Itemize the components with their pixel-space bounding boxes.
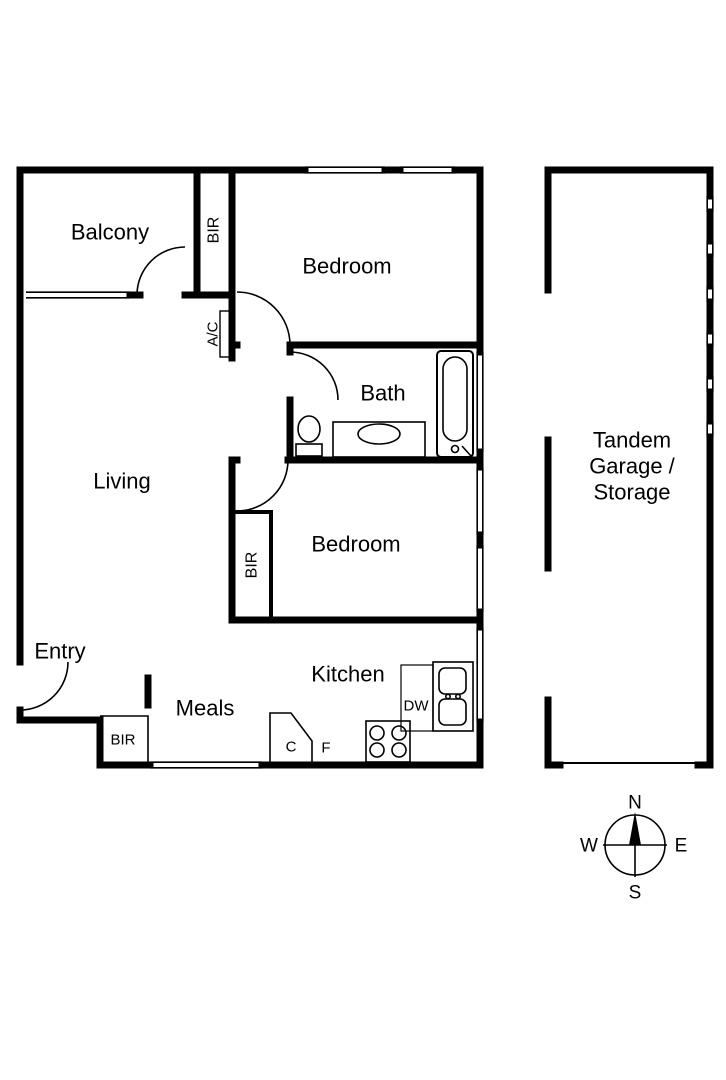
burner-2: [391, 725, 407, 741]
door-arc-balcony: [136, 246, 186, 296]
sink-bowl-2: [438, 698, 467, 726]
cupboard-outline: [269, 712, 313, 764]
bathtub-icon: [436, 350, 474, 458]
doors: [19, 246, 339, 711]
door-arc-bedroom-top: [236, 291, 291, 346]
burner-3: [369, 742, 385, 758]
kitchen-sink-icon: [432, 661, 474, 732]
sink-bowl-1: [438, 667, 467, 695]
room-label-balcony: Balcony: [71, 220, 149, 245]
burner-4: [391, 742, 407, 758]
toilet-icon: [295, 415, 323, 457]
window-kitchen: [476, 627, 484, 722]
garage-label-line3: Storage: [593, 480, 670, 505]
bathtub-drain: [450, 444, 460, 454]
room-label-entry: Entry: [34, 639, 85, 664]
label-fridge: F: [321, 740, 330, 757]
vanity-counter: [332, 421, 426, 458]
window-bedroom2-b: [476, 545, 484, 612]
entry-robe-outline: [100, 715, 149, 763]
room-label-bath: Bath: [360, 381, 405, 406]
garage-label: Tandem Garage / Storage: [589, 428, 675, 505]
windows: [26, 166, 714, 769]
label-cupboard: C: [286, 739, 297, 756]
door-arc-bath: [289, 351, 339, 401]
label-bir-entry: BIR: [110, 732, 135, 749]
compass-label-north: N: [628, 793, 642, 814]
compass-label-east: E: [675, 836, 688, 857]
apartment-walls: [16, 166, 484, 769]
door-arc-bedroom-middle: [236, 459, 289, 512]
garage-label-line1: Tandem: [593, 428, 671, 453]
entry-robe-icon: [100, 715, 149, 763]
vanity-basin: [357, 423, 401, 445]
door-arc-entry: [19, 661, 69, 711]
label-dishwasher: DW: [404, 698, 430, 715]
compass-label-south: S: [629, 883, 642, 904]
garage-label-line2: Garage /: [589, 454, 675, 479]
dishwasher-outline: [400, 664, 434, 732]
label-bir-top: BIR: [206, 217, 223, 244]
fixture-labels: BIR A/C BIR BIR DW C F: [110, 217, 429, 757]
bedroom-robe-outline: [230, 510, 273, 620]
sink-tap-1: [444, 693, 451, 700]
dishwasher-icon: [400, 664, 434, 732]
window-bedroom-top-1: [305, 166, 385, 174]
room-labels: Balcony Bedroom Bath Living Bedroom Entr…: [34, 220, 405, 721]
label-ac: A/C: [205, 321, 222, 346]
toilet-bowl: [297, 415, 321, 443]
bedroom-robe-icon: [230, 510, 273, 620]
compass-label-west: W: [580, 836, 598, 857]
toilet-cistern: [295, 443, 323, 457]
burner-1: [369, 725, 385, 741]
window-bath: [476, 352, 484, 452]
compass-rose: N E S W: [580, 793, 687, 904]
sink-tap-2: [454, 693, 461, 700]
garage-walls: [544, 166, 714, 769]
window-meals: [150, 761, 262, 769]
room-label-meals: Meals: [176, 696, 235, 721]
room-label-bedroom-middle: Bedroom: [311, 532, 400, 557]
bathtub-outer: [436, 350, 474, 458]
ac-unit-icon: [219, 310, 233, 358]
room-label-bedroom-top: Bedroom: [302, 254, 391, 279]
room-label-living: Living: [93, 469, 150, 494]
window-bedroom2-a: [476, 467, 484, 535]
corner-cupboard-icon: [269, 712, 313, 764]
ac-outline: [219, 310, 233, 358]
compass-north-needle: [629, 812, 641, 845]
bathtub-inner: [442, 356, 468, 442]
garage-vent-windows: [706, 196, 714, 437]
window-bedroom-top-2: [400, 166, 455, 174]
room-label-kitchen: Kitchen: [311, 662, 384, 687]
stove-outline: [365, 720, 411, 763]
window-balcony: [26, 291, 130, 299]
bathtub-detail: [461, 445, 472, 457]
stove-icon: [365, 720, 411, 763]
label-bir-bedroom: BIR: [244, 552, 261, 579]
vanity-icon: [332, 421, 426, 458]
